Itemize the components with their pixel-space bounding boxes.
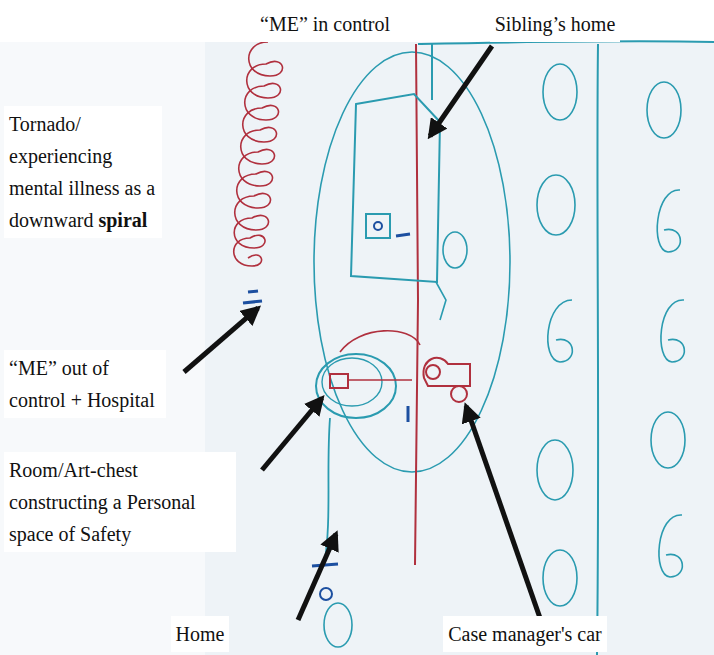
road-line [597,44,598,655]
car-body [423,358,470,386]
annotation-text: Room/Art-chest constructing a Personal s… [4,452,236,552]
oval-mark [543,64,577,120]
home-dot [320,588,332,600]
car-window [426,365,440,379]
ink-dash [396,234,410,236]
annotation-text: “ME” out of control + Hospital [4,350,166,418]
annotation-label: Sibling’s home [470,6,640,42]
timeline-line [415,44,418,565]
six-mark [661,300,684,362]
leader-arrow [298,534,336,620]
life-ellipse [314,52,510,472]
oval-mark [537,440,573,500]
path-line [436,282,446,320]
annotation-text: Sibling’s home [490,6,621,42]
room-oval [322,358,382,406]
annotation-text: “ME” in control [255,6,395,42]
window-dot [374,222,382,230]
ink-dash [243,301,262,303]
six-mark [657,190,680,252]
ink-dash [407,406,410,422]
hospital-roof [340,331,420,352]
tornado-spiral [234,42,283,266]
leader-arrow [184,308,258,372]
annotation-label: Tornado/ experiencing mental illness as … [4,106,162,238]
annotation-label: Room/Art-chest constructing a Personal s… [4,452,236,552]
leader-arrow [262,398,322,470]
six-mark [659,515,682,577]
paper-left [0,42,205,655]
house-outline [351,94,440,282]
annotation-label: Case manager's car [425,616,625,652]
small-oval [443,232,467,268]
oval-mark [543,550,577,606]
oval-mark [651,412,685,468]
leader-arrow [466,406,540,618]
hospital-oval [316,354,396,418]
leader-arrow [430,46,492,136]
oval-mark [537,175,575,235]
art-chest [330,374,348,388]
annotation-label: Home [168,616,232,652]
paper [205,42,714,655]
annotation-text: Case manager's car [443,616,607,652]
annotation-label: “ME” out of control + Hospital [4,350,166,418]
ink-dash [248,291,258,292]
annotation-text: Home [171,616,230,652]
oval-mark [647,82,681,138]
timeline-line [348,379,412,381]
annotation-label: “ME” in control [215,6,435,42]
small-oval [324,603,352,647]
car-wheel [451,386,467,402]
house-window [366,214,390,238]
annotation-text: Tornado/ experiencing mental illness as … [4,106,162,238]
path-line [431,44,433,100]
six-mark [548,300,573,362]
